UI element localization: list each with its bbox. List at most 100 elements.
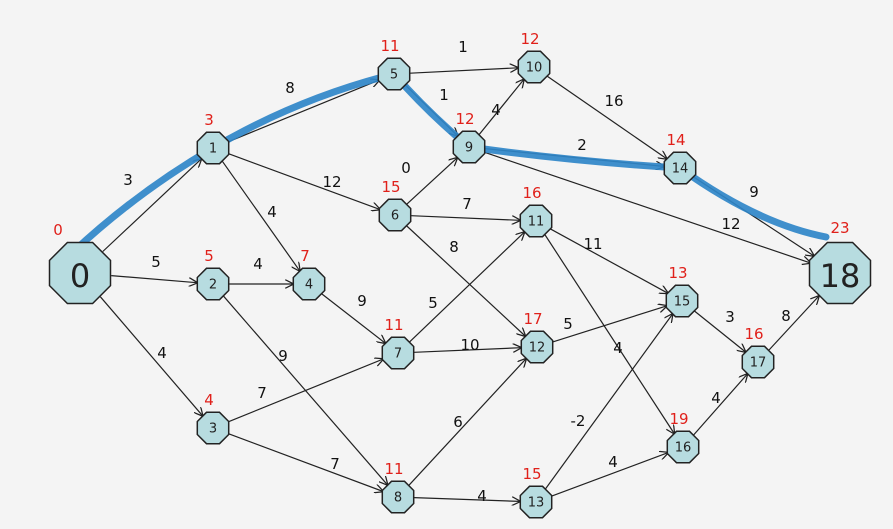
node-shape-14 [663, 151, 697, 185]
edge-weight-7-11: 5 [428, 294, 438, 312]
node-distance-17: 16 [744, 325, 763, 343]
edge-9-10 [478, 80, 524, 135]
edge-weight-9-18: 12 [721, 215, 740, 233]
node-5[interactable]: 5 11 [377, 37, 411, 91]
edge-weight-8-13: 4 [477, 487, 487, 505]
node-distance-5: 11 [380, 37, 399, 55]
edge-weight-15-17: 3 [725, 308, 735, 326]
node-distance-3: 4 [204, 391, 214, 409]
edge-0-2 [111, 275, 197, 283]
edge-weight-1-6: 12 [322, 173, 341, 191]
edge-7-11 [409, 232, 525, 343]
edge-weight-1-5: 8 [285, 79, 295, 97]
node-label-12: 12 [529, 341, 546, 356]
node-10[interactable]: 10 12 [517, 30, 551, 84]
node-1[interactable]: 13 [196, 111, 230, 165]
edge-6-9 [406, 158, 457, 205]
edge-weight-12-15: 5 [563, 315, 573, 333]
edge-8-12 [408, 359, 526, 486]
edge-weight-11-15: 11 [583, 235, 602, 253]
edge-4-7 [321, 293, 385, 343]
edge-3-8 [227, 433, 383, 492]
edge-9-18 [484, 151, 810, 263]
node-12[interactable]: 12 17 [520, 310, 554, 364]
edge-weight-5-10: 1 [458, 38, 468, 56]
node-9[interactable]: 9 12 [452, 110, 486, 164]
highlighted-path-layer [68, 70, 830, 257]
edge-weight-0-1: 3 [123, 171, 133, 189]
node-shape-8 [381, 480, 415, 514]
node-label-6: 6 [391, 209, 399, 224]
shortest-path-highlight [68, 70, 830, 257]
edge-7-12 [414, 348, 521, 353]
edge-0-1 [102, 159, 201, 252]
node-label-11: 11 [528, 215, 545, 230]
edge-weight-2-8: 9 [278, 347, 288, 365]
node-6[interactable]: 6 15 [378, 178, 412, 232]
edge-3-7 [227, 359, 383, 423]
edge-weight-0-3: 4 [157, 344, 167, 362]
node-label-18: 18 [820, 257, 861, 295]
edge-weight-6-11: 7 [462, 195, 472, 213]
node-2[interactable]: 25 [196, 247, 230, 301]
edge-8-13 [414, 498, 520, 502]
node-label-10: 10 [526, 61, 543, 76]
node-distance-10: 12 [520, 30, 539, 48]
node-distance-0: 0 [53, 221, 63, 239]
node-label-2: 2 [209, 278, 217, 293]
edge-weight-5-9: 1 [439, 86, 449, 104]
node-shape-18 [808, 241, 872, 305]
edge-11-16 [544, 234, 674, 434]
node-shape-15 [665, 284, 699, 318]
node-label-3: 3 [209, 422, 217, 437]
edge-1-6 [227, 153, 380, 210]
node-0[interactable]: 00 [48, 221, 112, 305]
node-shape-11 [519, 204, 553, 238]
node-shape-1 [196, 131, 230, 165]
edge-weight-6-9: 0 [401, 159, 411, 177]
edge-weight-13-16: 4 [608, 453, 618, 471]
node-shape-3 [196, 411, 230, 445]
node-distance-18: 23 [830, 219, 849, 237]
edge-6-12 [406, 225, 525, 336]
node-distance-6: 15 [381, 178, 400, 196]
edge-1-4 [221, 160, 299, 271]
edge-weight-3-7: 7 [257, 384, 267, 402]
node-distance-12: 17 [523, 310, 542, 328]
edge-weight-1-4: 4 [267, 203, 277, 221]
node-8[interactable]: 811 [381, 460, 415, 514]
node-shape-5 [377, 57, 411, 91]
edge-weight-10-14: 16 [604, 92, 623, 110]
node-label-13: 13 [528, 496, 545, 511]
node-shape-10 [517, 50, 551, 84]
edge-1-5 [227, 80, 379, 143]
edge-weight-9-10: 4 [491, 101, 501, 119]
node-label-16: 16 [675, 441, 692, 456]
node-distance-14: 14 [666, 131, 685, 149]
node-4[interactable]: 47 [292, 247, 326, 301]
node-label-4: 4 [305, 278, 313, 293]
node-distance-8: 11 [384, 460, 403, 478]
edge-17-18 [768, 296, 819, 351]
node-distance-9: 12 [455, 110, 474, 128]
node-distance-2: 5 [204, 247, 214, 265]
node-shape-13 [519, 485, 553, 519]
node-3[interactable]: 34 [196, 391, 230, 445]
node-shape-16 [666, 430, 700, 464]
node-label-5: 5 [390, 68, 398, 83]
node-label-9: 9 [465, 141, 473, 156]
node-7[interactable]: 711 [381, 316, 415, 370]
edge-10-14 [546, 75, 666, 159]
node-label-0: 0 [70, 257, 90, 295]
node-shape-7 [381, 336, 415, 370]
edge-13-15 [545, 314, 673, 490]
node-distance-4: 7 [300, 247, 310, 265]
